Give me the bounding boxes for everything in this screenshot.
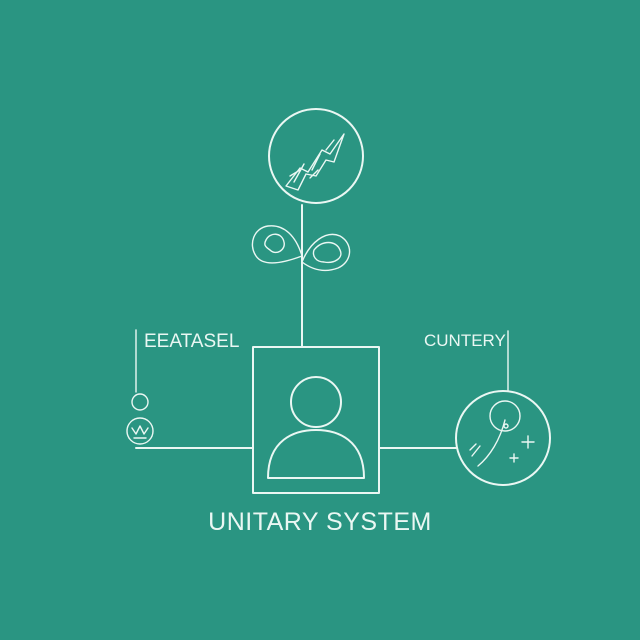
right-label: CUNTERY <box>424 331 506 350</box>
left-node <box>126 393 154 445</box>
sparkle-icon <box>469 400 535 467</box>
top-node-circle <box>268 108 364 204</box>
right-node <box>455 390 551 486</box>
right-node-circle <box>455 390 551 486</box>
top-node <box>268 108 364 204</box>
figure-icon <box>126 393 154 445</box>
center-node-frame <box>252 346 380 494</box>
connectors <box>135 204 509 449</box>
center-node <box>252 346 380 494</box>
leaf-icon <box>251 225 351 272</box>
user-avatar-icon <box>267 376 365 479</box>
plant-sprout-icon <box>285 133 345 191</box>
diagram-title: UNITARY SYSTEM <box>208 508 432 536</box>
left-label: EEATASEL <box>144 331 240 352</box>
